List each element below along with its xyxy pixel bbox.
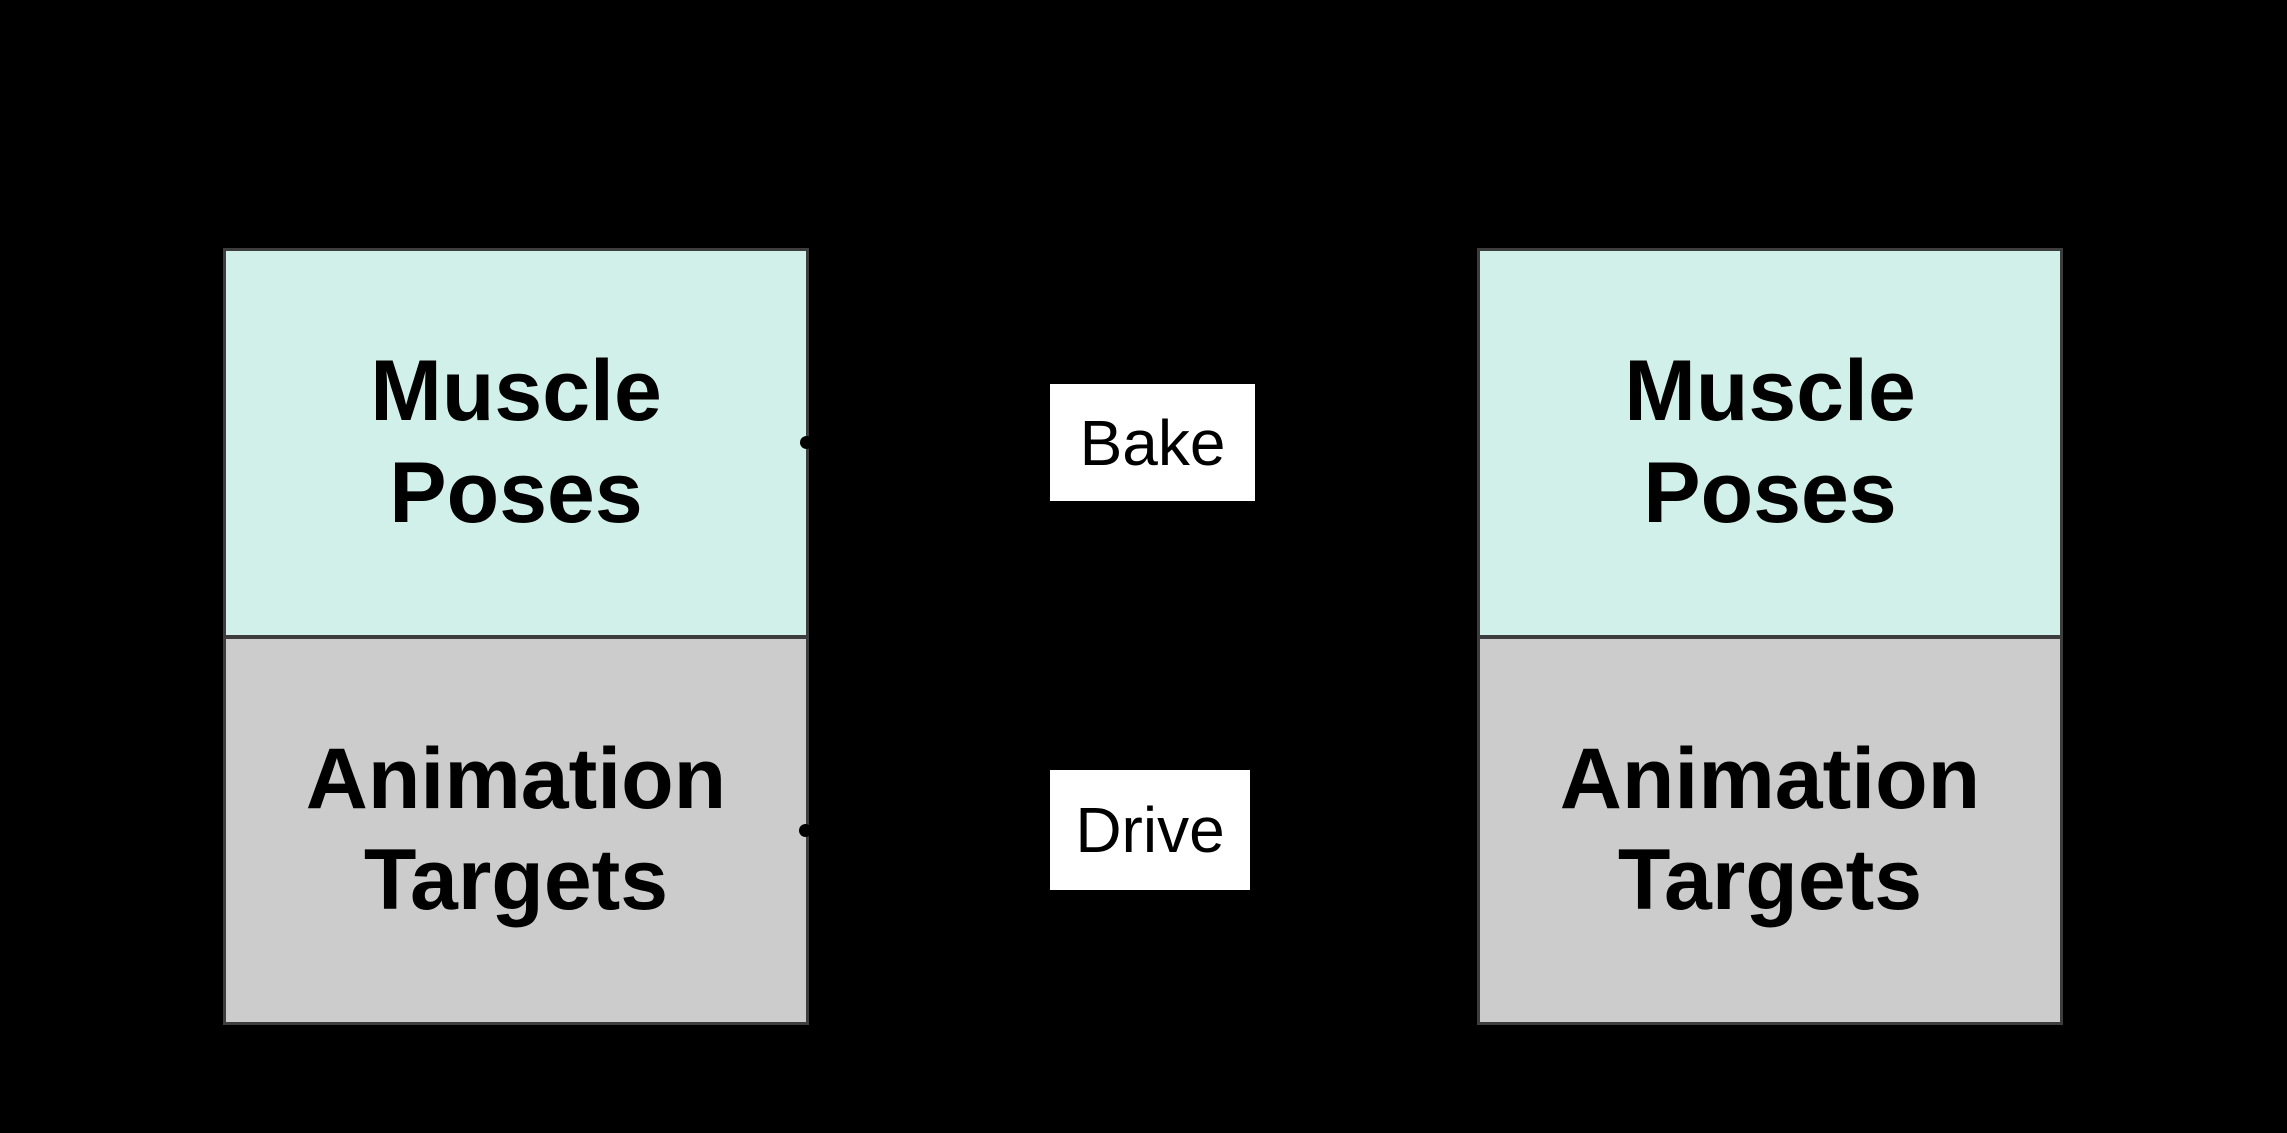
source-model-box: Muscle Poses Animation Targets bbox=[223, 248, 809, 1025]
source-animation-targets-section: Animation Targets bbox=[226, 634, 806, 1022]
drive-edge-origin-dot bbox=[799, 824, 812, 837]
bake-edge-label: Bake bbox=[1050, 384, 1255, 501]
muscle-poses-label: Muscle Poses bbox=[370, 343, 662, 541]
bake-edge-origin-dot bbox=[800, 436, 813, 449]
animation-targets-label: Animation Targets bbox=[1559, 730, 1981, 929]
muscle-poses-label: Muscle Poses bbox=[1624, 343, 1916, 541]
target-animation-targets-section: Animation Targets bbox=[1480, 634, 2060, 1022]
drive-edge-label: Drive bbox=[1050, 770, 1250, 890]
source-muscle-poses-section: Muscle Poses bbox=[226, 251, 806, 635]
animation-targets-label: Animation Targets bbox=[305, 730, 727, 929]
target-model-box: Muscle Poses Animation Targets bbox=[1477, 248, 2063, 1025]
target-muscle-poses-section: Muscle Poses bbox=[1480, 251, 2060, 635]
